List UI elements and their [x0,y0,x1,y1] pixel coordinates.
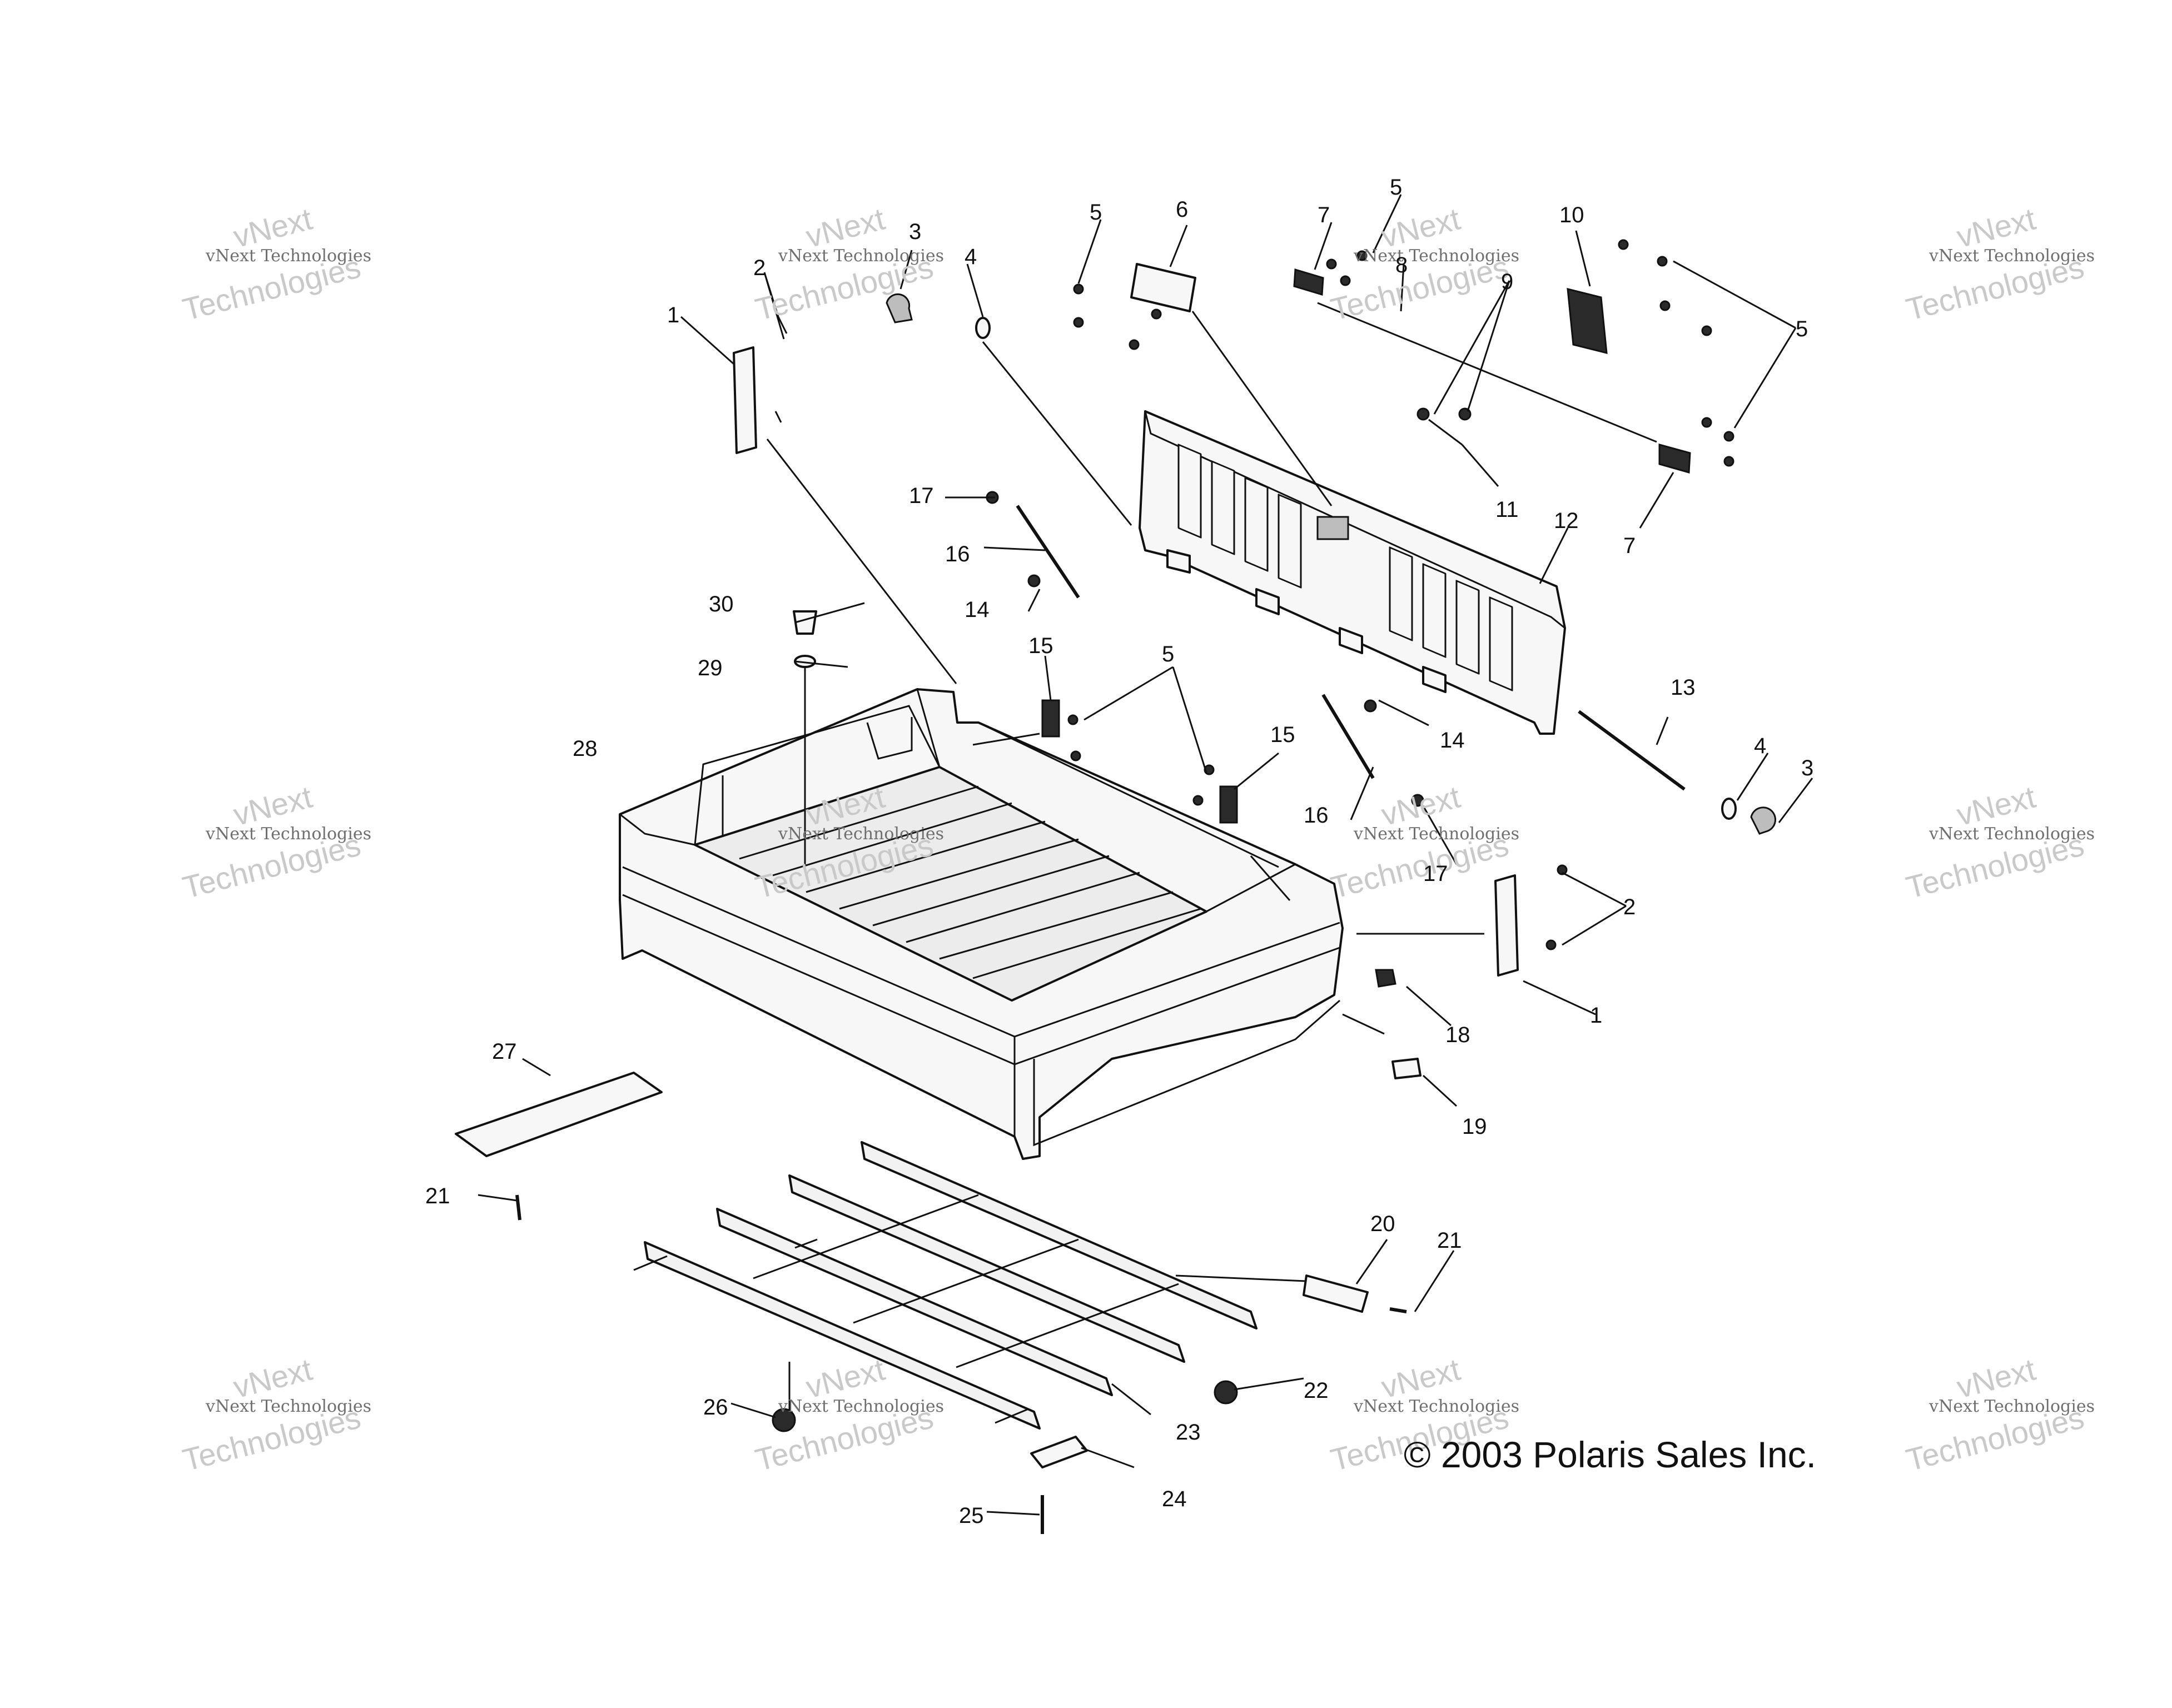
block-24 [1030,1436,1088,1468]
svg-text:vNext Technologies: vNext Technologies [1929,1397,2095,1416]
callout-21: 21 [425,1184,450,1208]
callout-8: 8 [1395,253,1408,277]
callout-4: 4 [1754,734,1766,758]
callout-22: 22 [1304,1378,1329,1403]
callout-19: 19 [1462,1114,1487,1139]
callout-14: 14 [1440,728,1465,753]
callout-1: 1 [667,303,679,327]
tailgate [1139,410,1566,735]
callout-5: 5 [1090,200,1102,225]
cargo-box [619,688,1344,1160]
callout-14: 14 [965,597,990,622]
svg-text:vNext Technologies: vNext Technologies [778,824,944,844]
svg-text:vNext Technologies: vNext Technologies [1353,1397,1519,1416]
callout-24: 24 [1162,1487,1187,1511]
svg-text:vNext Technologies: vNext Technologies [1353,246,1519,266]
callout-5: 5 [1162,642,1174,666]
callout-2: 2 [753,256,766,280]
latch-cable [1317,302,1657,443]
pin-20 [1303,1274,1369,1313]
hinge-bracket-left [733,346,757,454]
callout-9: 9 [1501,270,1513,294]
callout-1: 1 [1590,1003,1602,1028]
callout-18: 18 [1445,1023,1470,1047]
washer-right [1721,798,1737,820]
callout-7: 7 [1623,534,1636,558]
callout-25: 25 [959,1503,984,1528]
callout-16: 16 [945,542,970,566]
callout-labels: 1 1 2 2 3 3 4 4 5 5 5 5 6 7 7 8 9 10 11 … [425,175,1813,1528]
leader-lines [478,194,1813,1516]
svg-text:vNext Technologies: vNext Technologies [205,824,371,844]
svg-text:vNext Technologies: vNext Technologies [205,1397,371,1416]
callout-10: 10 [1559,203,1584,227]
latch-left [1293,268,1324,296]
svg-text:vNext Technologies: vNext Technologies [1929,824,2095,844]
callout-5: 5 [1796,317,1808,341]
strap-bracket-right [1219,785,1238,824]
callout-26: 26 [703,1395,728,1420]
svg-text:vNext Technologies: vNext Technologies [778,246,944,266]
callout-11: 11 [1495,497,1519,522]
strap-bracket-left [1041,699,1060,738]
warning-label [1130,263,1196,312]
copyright-notice: © 2003 Polaris Sales Inc. [1404,1434,1816,1475]
washer-left [975,317,991,339]
callout-3: 3 [909,220,921,244]
frame-rails [633,1141,1258,1430]
callout-20: 20 [1370,1212,1395,1236]
callout-17: 17 [909,484,934,508]
bushing-30 [793,610,817,635]
hinge-rod [1578,710,1686,791]
callout-16: 16 [1304,803,1329,828]
svg-text:vNext Technologies: vNext Technologies [1929,246,2095,266]
callout-23: 23 [1176,1420,1201,1445]
nut-22 [1214,1380,1238,1405]
reflector-19 [1391,1058,1422,1079]
tailgate-strap-top [1016,505,1080,599]
nut-26 [772,1408,796,1432]
callout-29: 29 [698,656,723,680]
callout-28: 28 [573,736,598,761]
svg-text:vNext Technologies: vNext Technologies [1353,824,1519,844]
callout-30: 30 [709,592,734,616]
skid-plate-27 [455,1072,663,1157]
callout-17: 17 [1423,862,1448,886]
svg-text:vNext Technologies: vNext Technologies [778,1397,944,1416]
callout-15: 15 [1028,634,1053,658]
callout-6: 6 [1176,197,1188,222]
callout-13: 13 [1671,675,1696,700]
callout-3: 3 [1801,756,1813,780]
small-parts [455,239,1776,1534]
svg-text:vNext Technologies: vNext Technologies [205,246,371,266]
tailgate-strap-bottom [1321,694,1375,779]
pivot-knob-left [886,293,913,323]
nut-18 [1375,969,1396,988]
callout-4: 4 [965,245,977,269]
callout-21: 21 [1437,1228,1462,1253]
tailgate-handle [1567,288,1608,354]
latch-right [1658,444,1691,474]
callout-5: 5 [1390,175,1402,200]
callout-27: 27 [492,1039,517,1064]
hinge-bracket-right [1494,874,1519,977]
callout-7: 7 [1318,203,1330,227]
callout-15: 15 [1270,723,1295,747]
callout-12: 12 [1554,509,1579,533]
callout-2: 2 [1623,895,1636,919]
pivot-knob-right [1750,806,1776,835]
